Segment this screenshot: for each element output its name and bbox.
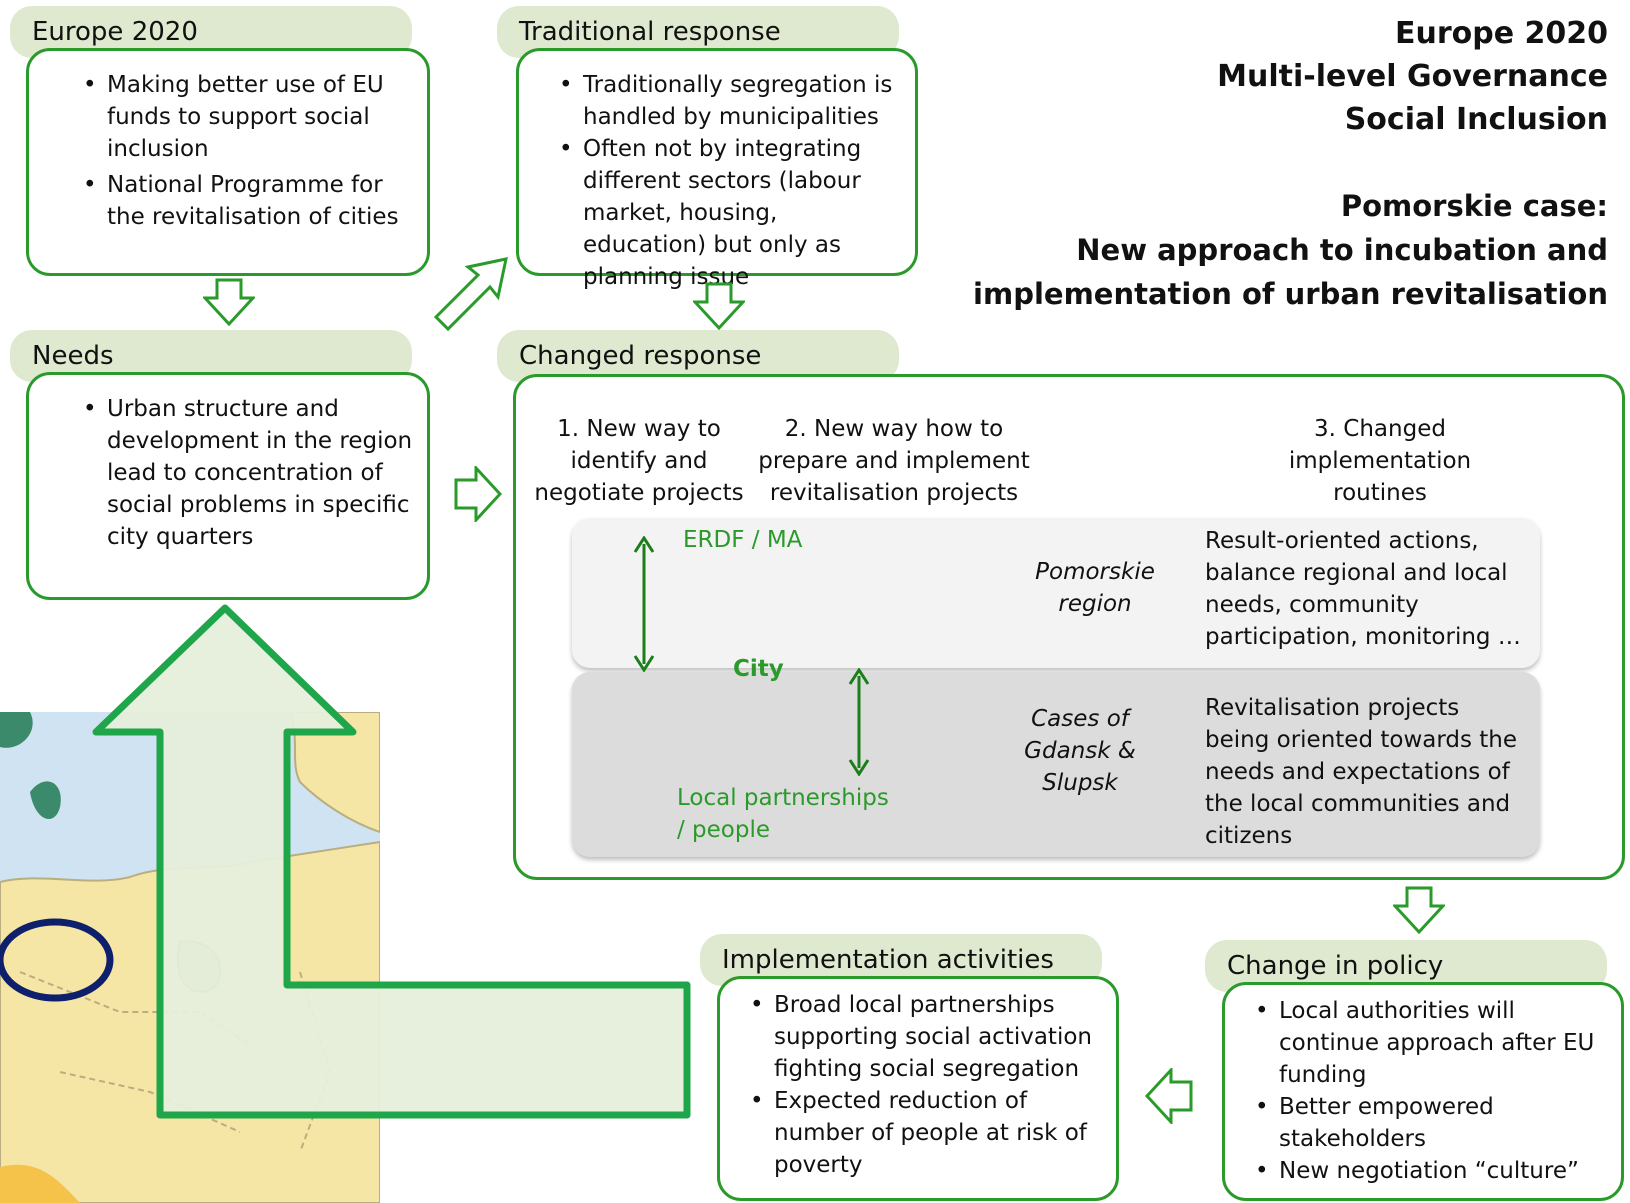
city-label: City — [733, 656, 784, 682]
europe2020-box: Making better use of EU funds to support… — [26, 48, 430, 276]
arrow-right-icon — [454, 466, 502, 522]
step-3: 3. Changed implementation routines — [1288, 416, 1472, 506]
region-description: Result-oriented actions, balance regiona… — [1205, 528, 1521, 650]
arrow-up-right-icon — [433, 257, 508, 332]
case-line-1: Pomorskie case: — [1340, 189, 1608, 223]
arrow-left-icon — [1145, 1068, 1193, 1124]
region-label: Pomorskie region — [1035, 559, 1155, 617]
arrow-down-icon — [203, 278, 255, 326]
double-arrow-erdf-city-icon — [633, 536, 655, 672]
policy-item: Better empowered stakeholders — [1255, 1091, 1611, 1155]
europe2020-item: National Programme for the revitalisatio… — [83, 169, 417, 233]
title-line-1: Europe 2020 — [1394, 16, 1608, 51]
local-label: Local partnerships / people — [677, 785, 889, 843]
traditional-box: Traditionally segregation is handled by … — [516, 48, 918, 290]
policy-box: Local authorities will continue approach… — [1222, 982, 1624, 1201]
erdf-label: ERDF / MA — [683, 527, 803, 553]
case-line-3: implementation of urban revitalisation — [973, 277, 1608, 311]
needs-box: Urban structure and development in the r… — [26, 372, 430, 600]
region-band — [572, 518, 1540, 668]
title-line-2: Multi-level Governance — [1217, 59, 1608, 94]
page-title: Europe 2020 Multi-level Governance Socia… — [1217, 12, 1608, 141]
traditional-item: Often not by integrating different secto… — [559, 133, 905, 293]
arrow-down-icon — [693, 282, 745, 330]
policy-item: New negotiation “culture” — [1255, 1155, 1611, 1187]
title-line-3: Social Inclusion — [1344, 102, 1608, 137]
step-1: 1. New way to identify and negotiate pro… — [534, 416, 744, 506]
policy-item: Local authorities will continue approach… — [1255, 995, 1611, 1091]
europe2020-item: Making better use of EU funds to support… — [83, 69, 417, 165]
step-2: 2. New way how to prepare and implement … — [758, 416, 1030, 506]
implementation-item: Broad local partnerships supporting soci… — [750, 989, 1106, 1085]
arrow-down-icon — [1393, 886, 1445, 934]
traditional-item: Traditionally segregation is handled by … — [559, 69, 905, 133]
cases-label: Cases of Gdansk & Slupsk — [1024, 706, 1136, 796]
changed-header: Changed response — [497, 330, 899, 382]
implementation-item: Expected reduction of number of people a… — [750, 1085, 1106, 1181]
case-subtitle: Pomorskie case: New approach to incubati… — [973, 184, 1608, 316]
local-band — [572, 672, 1540, 857]
case-line-2: New approach to incubation and — [1076, 233, 1608, 267]
double-arrow-city-local-icon — [848, 668, 870, 776]
needs-item: Urban structure and development in the r… — [83, 393, 417, 553]
implementation-box: Broad local partnerships supporting soci… — [717, 976, 1119, 1201]
region-highlight-circle — [0, 918, 114, 1002]
cases-description: Revitalisation projects being oriented t… — [1205, 695, 1518, 849]
